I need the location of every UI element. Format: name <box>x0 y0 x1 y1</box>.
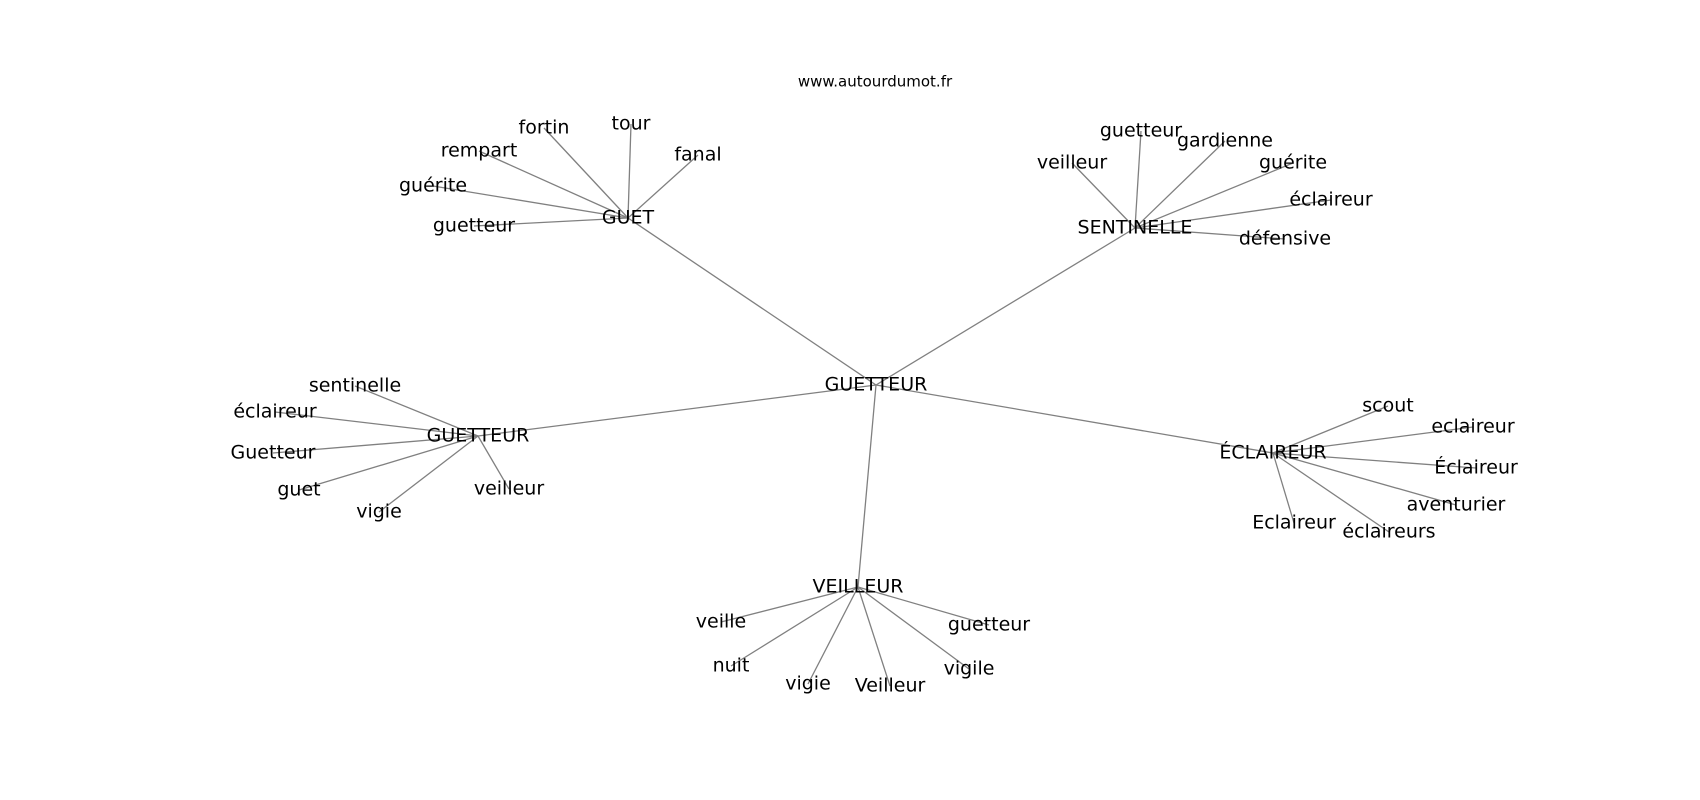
edge-hub-to-word <box>627 123 632 219</box>
word-node[interactable]: Veilleur <box>855 675 926 697</box>
site-url: www.autourdumot.fr <box>798 73 953 91</box>
hub-node[interactable]: VEILLEUR <box>813 576 904 598</box>
word-node[interactable]: fanal <box>674 144 721 166</box>
edge-hub-to-word <box>1272 405 1389 454</box>
edge-hub-to-word <box>1272 452 1477 469</box>
word-node[interactable]: éclaireurs <box>1342 521 1435 543</box>
word-node[interactable]: veilleur <box>474 478 545 500</box>
word-node[interactable]: nuit <box>713 655 750 677</box>
edge-hub-to-word <box>1071 162 1136 229</box>
edge-hub-to-word <box>807 586 859 685</box>
word-node[interactable]: guérite <box>399 175 467 197</box>
edge-hub-to-word <box>857 586 891 687</box>
word-node[interactable]: guet <box>277 479 320 501</box>
edge-hub-to-word <box>857 586 990 626</box>
word-node[interactable]: eclaireur <box>1431 416 1514 438</box>
edge-hub-to-word <box>478 150 629 219</box>
hub-node[interactable]: ÉCLAIREUR <box>1219 441 1326 464</box>
word-node[interactable]: Éclaireur <box>1434 456 1518 479</box>
edge-hub-to-word <box>1272 452 1295 524</box>
edge-hub-to-word <box>1134 227 1286 240</box>
edge-hub-to-word <box>298 435 479 491</box>
edge-hub-to-word <box>730 586 859 667</box>
word-node[interactable]: fortin <box>519 117 570 139</box>
edge-hub-to-word <box>543 127 629 219</box>
word-node[interactable]: rempart <box>441 140 518 162</box>
word-node[interactable]: tour <box>612 113 651 135</box>
word-node[interactable]: vigie <box>356 501 402 523</box>
word-node[interactable]: vigile <box>944 658 995 680</box>
word-node[interactable]: veille <box>696 611 746 633</box>
word-node[interactable]: éclaireur <box>233 401 316 423</box>
word-node[interactable]: sentinelle <box>309 375 401 397</box>
edge-hub-to-word <box>272 435 479 454</box>
hub-node[interactable]: SENTINELLE <box>1078 217 1193 239</box>
word-node[interactable]: guetteur <box>1100 120 1182 142</box>
word-node[interactable]: gardienne <box>1177 130 1273 152</box>
center-node[interactable]: GUETTEUR <box>825 374 928 396</box>
edge-hub-to-word <box>1134 199 1332 229</box>
edge-hub-to-word <box>857 586 970 670</box>
edge-hub-to-word <box>1272 452 1457 506</box>
edge-hub-to-word <box>720 586 859 623</box>
word-node[interactable]: guetteur <box>433 215 515 237</box>
word-node[interactable]: défensive <box>1239 228 1331 250</box>
hub-node[interactable]: GUET <box>602 207 655 229</box>
word-node[interactable]: guetteur <box>948 614 1030 636</box>
edge-hub-to-word <box>477 435 510 490</box>
edge-center-to-hub <box>857 384 877 588</box>
edge-hub-to-word <box>1134 140 1226 229</box>
graph-edges <box>272 123 1477 687</box>
edge-hub-to-word <box>274 411 479 437</box>
edge-hub-to-word <box>378 435 479 513</box>
word-node[interactable]: scout <box>1362 395 1413 417</box>
edge-hub-to-word <box>432 185 629 219</box>
word-node[interactable]: Guetteur <box>231 442 316 464</box>
edge-center-to-hub <box>875 384 1274 454</box>
word-node[interactable]: vigie <box>785 673 831 695</box>
graph-labels: GUETTEUR GUET guetteur guérite rempartfortin… <box>231 113 1518 697</box>
edge-hub-to-word <box>354 385 479 437</box>
edge-center-to-hub <box>627 217 877 386</box>
hub-node[interactable]: GUETTEUR <box>427 425 530 447</box>
word-node[interactable]: aventurier <box>1407 494 1506 516</box>
word-node[interactable]: éclaireur <box>1289 189 1372 211</box>
edge-hub-to-word <box>1272 426 1474 454</box>
edge-hub-to-word <box>1272 452 1390 533</box>
word-node[interactable]: Eclaireur <box>1252 512 1336 534</box>
edge-hub-to-word <box>627 154 699 219</box>
word-node[interactable]: guérite <box>1259 152 1327 174</box>
edge-hub-to-word <box>1134 162 1294 229</box>
edge-hub-to-word <box>473 217 629 227</box>
edge-center-to-hub <box>477 384 877 437</box>
word-node[interactable]: veilleur <box>1037 152 1108 174</box>
edge-hub-to-word <box>1134 130 1142 229</box>
edge-center-to-hub <box>875 227 1136 386</box>
